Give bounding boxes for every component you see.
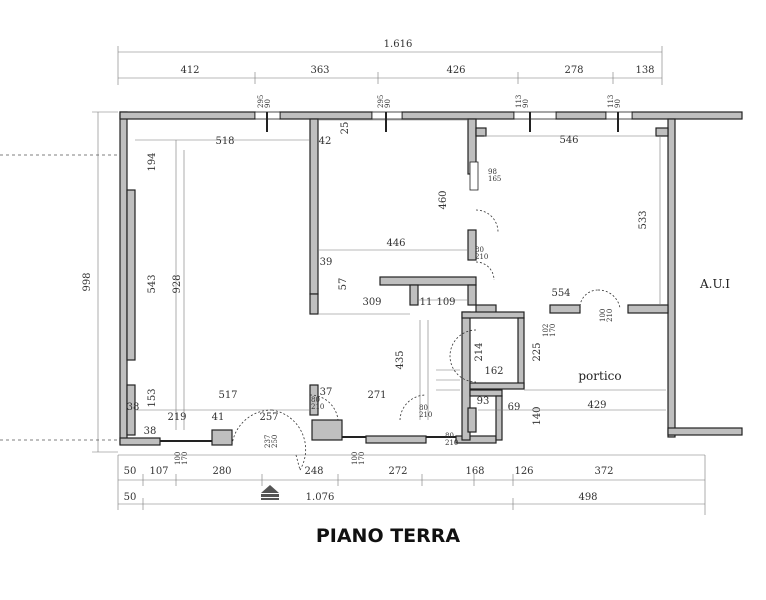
room-dim-140: 140: [532, 406, 543, 425]
dim-bottom-1: 50: [124, 466, 137, 477]
dim-bottom-8: 372: [594, 466, 613, 477]
dim-bottom-5: 272: [388, 466, 407, 477]
room-dim-162: 162: [484, 366, 503, 377]
exterior-walls: [119, 111, 743, 446]
top-dimensions: 1.616 412 363 426 278 138: [117, 39, 663, 85]
entrance-arrow-icon: [261, 485, 279, 500]
door-swings: [231, 209, 621, 471]
room-dim-38a: 38: [127, 402, 140, 413]
aui-label: A.U.I: [699, 277, 730, 291]
room-dim-928: 928: [172, 274, 183, 293]
interior-walls: [309, 118, 669, 441]
left-dimension: 998: [0, 111, 118, 453]
room-dim-435: 435: [395, 350, 406, 369]
dim-top-1: 412: [180, 65, 199, 76]
room-dim-309: 309: [362, 297, 381, 308]
room-dim-543: 543: [147, 274, 158, 293]
dim-total-height: 998: [82, 272, 93, 291]
dim-total-width: 1.616: [384, 39, 413, 50]
dim-top-2: 363: [310, 65, 329, 76]
room-dim-153: 153: [147, 388, 158, 407]
room-dim-37: 37: [320, 387, 333, 398]
dim-bottom-4: 248: [304, 466, 323, 477]
room-dim-42: 42: [319, 136, 332, 147]
room-dim-38b: 38: [144, 426, 157, 437]
room-dim-214: 214: [474, 342, 485, 361]
room-dim-533: 533: [638, 210, 649, 229]
room-dim-41: 41: [212, 412, 225, 423]
bottom-dimensions: 50 107 280 248 272 168 126 372 50 1.076 …: [117, 455, 706, 515]
room-dim-194: 194: [147, 152, 158, 171]
window-label-12: 100170: [174, 452, 189, 465]
window-label-1: 29590: [257, 95, 272, 108]
room-dim-460: 460: [438, 190, 449, 209]
room-dim-546: 546: [559, 135, 578, 146]
dim-bottom-b1: 50: [124, 492, 137, 503]
dim-top-5: 138: [635, 65, 654, 76]
window-label-4: 11390: [607, 95, 622, 108]
page-title: PIANO TERRA: [316, 525, 461, 547]
window-label-14: 237250: [264, 435, 279, 448]
dim-bottom-b3: 498: [578, 492, 597, 503]
window-label-13: 100170: [351, 452, 366, 465]
inner-lines: [118, 119, 705, 456]
room-dimensions: 518 194 543 928 153 38 38 517 219 41 257…: [127, 122, 649, 437]
window-label-9: 100210: [599, 309, 614, 322]
room-dim-225: 225: [532, 342, 543, 361]
room-dim-554: 554: [551, 288, 570, 299]
room-dim-109: 109: [436, 297, 455, 308]
window-label-3: 11390: [515, 95, 530, 108]
dim-bottom-2: 107: [149, 466, 168, 477]
window-label-2: 29590: [377, 95, 392, 108]
room-dim-25: 25: [340, 122, 351, 135]
room-dim-257: 257: [259, 412, 278, 423]
room-dim-93: 93: [477, 396, 490, 407]
dim-top-4: 278: [564, 65, 583, 76]
room-dim-57: 57: [338, 278, 349, 291]
room-dim-219: 219: [167, 412, 186, 423]
dim-bottom-6: 168: [465, 466, 484, 477]
dim-bottom-b2: 1.076: [306, 492, 335, 503]
room-dim-11: 11: [420, 297, 433, 308]
room-dim-446: 446: [386, 238, 405, 249]
room-dim-69: 69: [508, 402, 521, 413]
room-dim-271: 271: [367, 390, 386, 401]
room-dim-429: 429: [587, 400, 606, 411]
room-dim-517: 517: [218, 390, 237, 401]
room-dim-39: 39: [320, 257, 333, 268]
dim-top-3: 426: [446, 65, 465, 76]
room-dim-518: 518: [215, 136, 234, 147]
portico-label: portico: [578, 369, 621, 383]
dim-bottom-7: 126: [514, 466, 533, 477]
window-label-8: 102170: [542, 324, 557, 337]
dim-bottom-3: 280: [212, 466, 231, 477]
